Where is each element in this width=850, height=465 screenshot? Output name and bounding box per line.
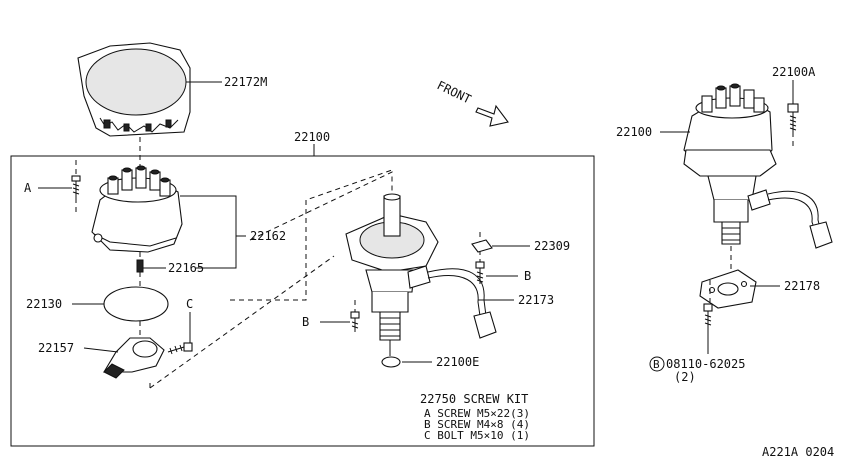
label-harness: 22173 <box>518 293 554 307</box>
o-ring <box>381 356 401 368</box>
leader-cap <box>180 195 237 269</box>
gasket <box>699 269 757 309</box>
label-bolt-qty: (2) <box>674 370 696 384</box>
bolt-22100a <box>787 103 799 132</box>
callout-a: A <box>24 181 32 195</box>
label-clamp: 22309 <box>534 239 570 253</box>
callout-b-left: B <box>302 315 309 329</box>
label-assembly-right-a: 22100A <box>772 65 816 79</box>
front-label: FRONT <box>435 78 474 106</box>
label-bolt-part: 08110-62025 <box>666 357 745 371</box>
screw-kit-item-a: A SCREW M5×22(3) <box>424 407 530 420</box>
label-seal: 22130 <box>26 297 62 311</box>
cap-cover <box>77 42 191 137</box>
label-assembly-right: 22100 <box>616 125 652 139</box>
figure-code: A221A 0204 <box>762 445 834 459</box>
bolt-b-right <box>703 303 713 328</box>
bolt-c <box>167 342 193 355</box>
screw-kit-item-b: B SCREW M4×8 (4) <box>424 418 530 431</box>
front-arrow: FRONT <box>435 78 509 127</box>
screw-b-right <box>475 261 485 284</box>
carbon-point <box>136 259 144 273</box>
assembly-bracket-box <box>10 155 595 447</box>
callout-b-right: B <box>524 269 531 283</box>
screw-a <box>71 175 81 198</box>
label-cap-cover: 22172M <box>224 75 267 89</box>
clamp <box>471 239 493 253</box>
label-o-ring: 22100E <box>436 355 479 369</box>
screw-kit-title: 22750 SCREW KIT <box>420 392 528 406</box>
distributor-body-main <box>345 193 497 356</box>
rotor <box>103 337 165 379</box>
bolt-b-circle <box>649 356 665 372</box>
label-gasket: 22178 <box>784 279 820 293</box>
screw-kit-item-c: C BOLT M5×10 (1) <box>424 429 530 442</box>
label-cap: 22162 <box>250 229 286 243</box>
seal-disc <box>103 286 169 322</box>
label-assembly-main: 22100 <box>294 130 330 144</box>
distributor-cap <box>91 165 183 253</box>
screw-kit-legend: 22750 SCREW KIT A SCREW M5×22(3) B SCREW… <box>420 392 530 442</box>
callout-c: C <box>186 297 193 311</box>
distributor-assembled-right <box>683 83 833 249</box>
label-rotor: 22157 <box>38 341 74 355</box>
label-carbon-point: 22165 <box>168 261 204 275</box>
screw-b-left <box>350 311 360 332</box>
bolt-b-letter: B <box>653 358 660 371</box>
